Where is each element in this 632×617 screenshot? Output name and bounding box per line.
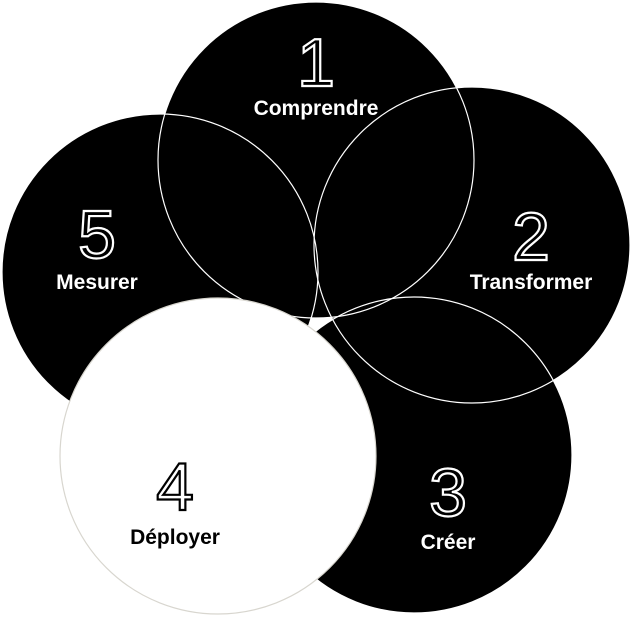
step-number-3: 3 — [429, 455, 467, 531]
step-number-1: 1 — [297, 25, 335, 101]
circle-deployer — [60, 298, 376, 614]
step-label-transformer: Transformer — [470, 271, 593, 294]
outline-creer — [255, 296, 573, 614]
outline-transformer — [313, 86, 631, 404]
step-label-creer: Créer — [421, 531, 476, 554]
step-label-deployer: Déployer — [130, 526, 220, 549]
outline-mesurer — [1, 113, 319, 431]
step-number-4: 4 — [156, 449, 194, 525]
outline-comprendre — [157, 1, 475, 319]
step-number-2: 2 — [512, 199, 550, 275]
outline-deployer — [59, 297, 377, 615]
circle-comprendre — [158, 2, 474, 318]
step-label-mesurer: Mesurer — [56, 271, 138, 294]
step-number-5: 5 — [78, 197, 116, 273]
step-label-comprendre: Comprendre — [254, 97, 379, 120]
